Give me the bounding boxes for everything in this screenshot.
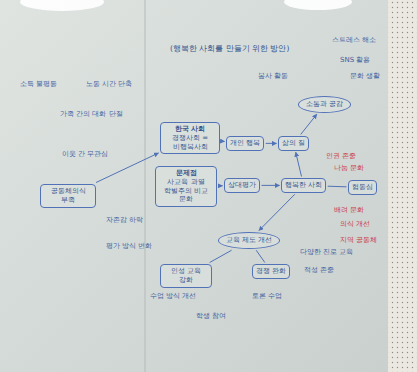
idea-box: 인성 교육 강화 [160,264,212,288]
connector [266,143,277,144]
idea-oval: 교육 제도 개선 [218,232,280,249]
board-seam [145,0,146,372]
connector [256,250,265,262]
lamp-glare [20,0,104,11]
node-text: 경쟁사회 = 비행복사회 [164,134,216,152]
idea-oval: 소통과 공감 [298,96,351,113]
node-text: 인성 교육 강화 [164,267,208,285]
note-text: 봉사 활동 [258,72,288,81]
node-text: 경쟁 완화 [256,267,286,276]
node-text: 교육 제도 개선 [226,236,272,245]
note-text: 토론 수업 [252,292,282,301]
node-text: 소통과 공감 [306,100,343,109]
idea-box: 한국 사회경쟁사회 = 비행복사회 [160,122,220,154]
note-text: 평가 방식 변화 [106,242,152,251]
idea-box: 삶의 질 [278,136,309,151]
node-text: 삶의 질 [282,139,305,148]
note-text: 의식 개선 [340,220,370,229]
note-text: 스트레스 해소 [332,36,376,45]
node-text: 상대평가 [228,181,256,190]
connector [296,152,302,176]
idea-box: 공동체의식 부족 [40,184,96,208]
board-surface [0,0,388,372]
board-title: (행복한 사회를 만들기 위한 방안) [170,44,289,54]
node-text: 개인 행복 [230,139,260,148]
note-text: 수업 방식 개선 [150,292,196,301]
note-text: 나눔 문화 [334,164,364,173]
note-text: 배려 문화 [334,206,364,215]
note-text: SNS 활용 [340,56,370,65]
pinboard [388,0,417,372]
idea-box: 경쟁 완화 [252,264,290,279]
note-text: 소득 불평등 [20,80,57,89]
node-heading: 문제점 [159,169,213,178]
idea-box: 문제점사교육 과열 학벌주의 비교 문화 [155,166,217,207]
note-text: 학생 참여 [196,312,226,321]
connector [328,186,347,188]
connector [301,114,317,134]
idea-box: 상대평가 [224,178,260,193]
idea-box: 행복한 사회 [281,178,326,193]
connector [222,141,225,142]
note-text: 문화 생활 [350,72,380,81]
pinboard-holes [388,0,417,372]
node-text: 협동심 [352,183,373,192]
node-text: 공동체의식 부족 [44,187,92,205]
note-text: 노동 시간 단축 [86,80,132,89]
connector [210,250,232,262]
connector [259,194,295,230]
node-text: 사교육 과열 학벌주의 비교 문화 [159,178,213,204]
note-text: 자존감 하락 [106,216,143,225]
note-text: 다양한 진로 교육 [300,248,353,257]
idea-box: 개인 행복 [226,136,264,151]
idea-box: 협동심 [348,180,377,195]
connector [262,185,280,186]
note-text: 인권 존중 [326,152,356,161]
connector [219,185,223,186]
node-heading: 한국 사회 [164,125,216,134]
lamp-glare [284,0,352,10]
note-text: 적성 존중 [304,266,334,275]
node-text: 행복한 사회 [285,181,322,190]
note-text: 이웃 간 무관심 [62,150,108,159]
note-text: 지역 공동체 [340,236,377,245]
note-text: 가족 간의 대화 단절 [60,110,123,119]
